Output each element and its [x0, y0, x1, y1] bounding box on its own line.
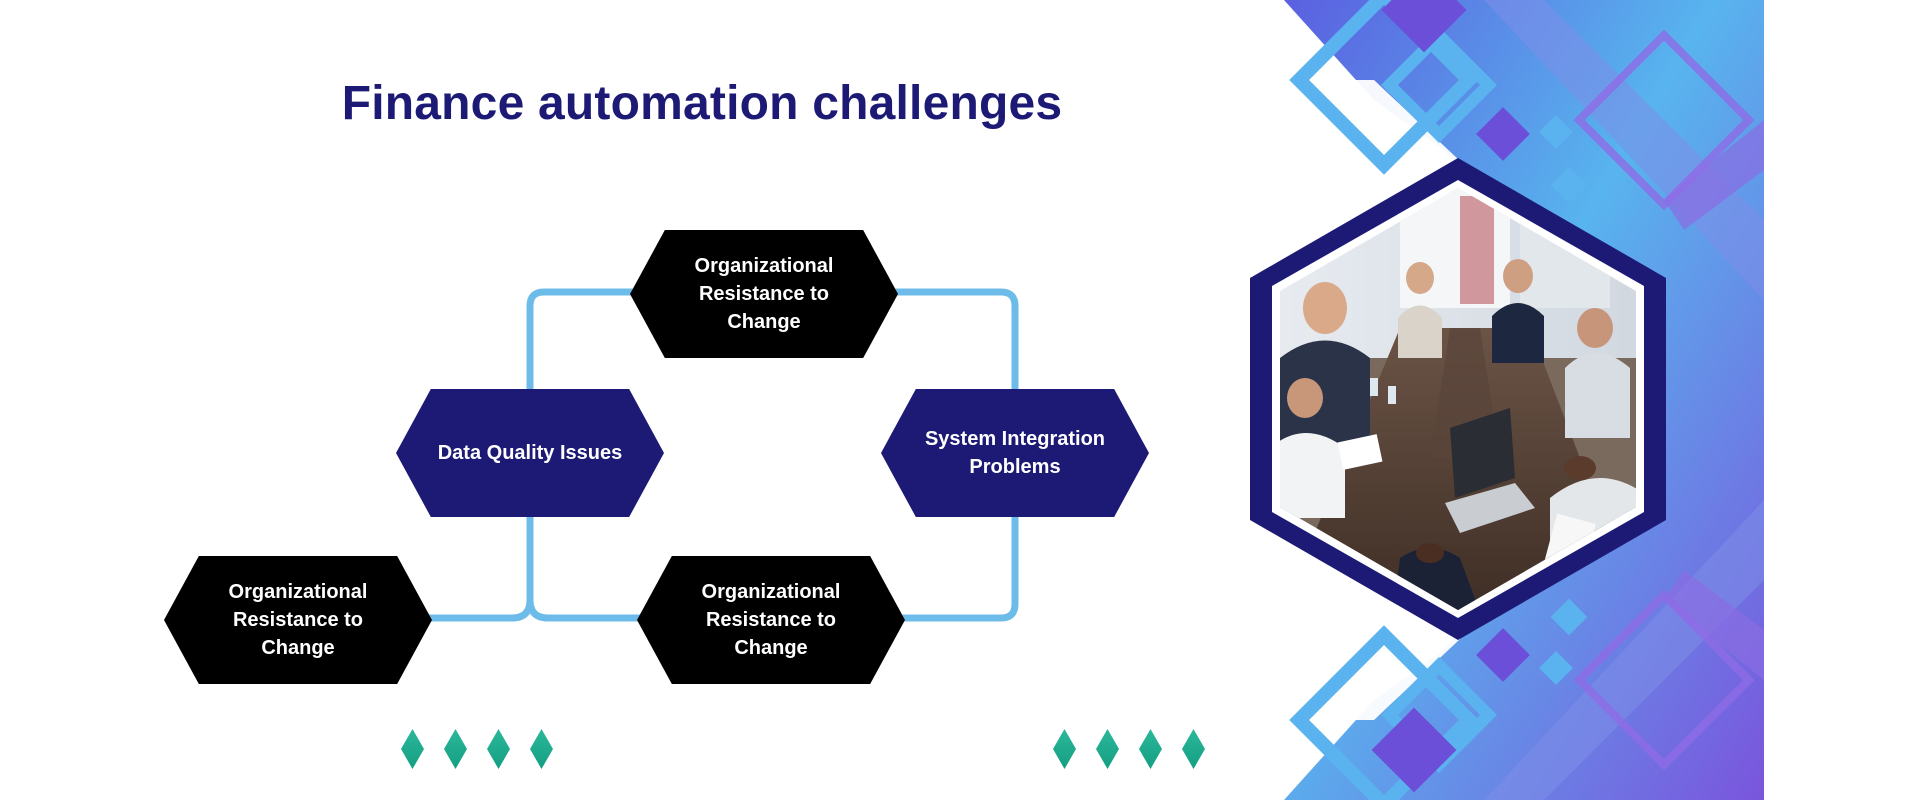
diamond-decor-icon: [401, 729, 424, 769]
connector-left-center: [526, 596, 644, 622]
node-bottom-center: Organizational Resistance to Change: [637, 556, 905, 684]
diamond-decor-icon: [444, 729, 467, 769]
node-right-label: System Integration Problems: [924, 428, 1106, 478]
diamond-decor-icon: [530, 729, 553, 769]
node-left-label: Data Quality Issues: [437, 442, 623, 464]
diamond-decor-icon: [1053, 729, 1076, 769]
business-meeting-photo: [1250, 158, 1666, 640]
diamond-row-left: [401, 729, 553, 769]
page-title: Finance automation challenges: [341, 77, 1063, 130]
diamond-decor-icon: [1182, 729, 1205, 769]
diamond-decor-icon: [487, 729, 510, 769]
connector-top-left: [526, 288, 636, 392]
connector-left-down: [424, 512, 534, 622]
node-top-label: Organizational Resistance to Change: [694, 255, 834, 333]
node-bottom-left: Organizational Resistance to Change: [164, 556, 432, 684]
diamond-decor-icon: [1139, 729, 1162, 769]
diamond-row-right: [1053, 729, 1205, 769]
node-right: System Integration Problems: [881, 389, 1149, 517]
node-top: Organizational Resistance to Change: [630, 230, 898, 358]
node-bottom-left-label: Organizational Resistance to Change: [228, 581, 368, 659]
node-left: Data Quality Issues: [396, 389, 664, 517]
connector-top-right: [892, 288, 1019, 392]
connector-right-down: [900, 512, 1019, 622]
diamond-decor-icon: [1096, 729, 1119, 769]
node-bottom-center-label: Organizational Resistance to Change: [701, 581, 841, 659]
